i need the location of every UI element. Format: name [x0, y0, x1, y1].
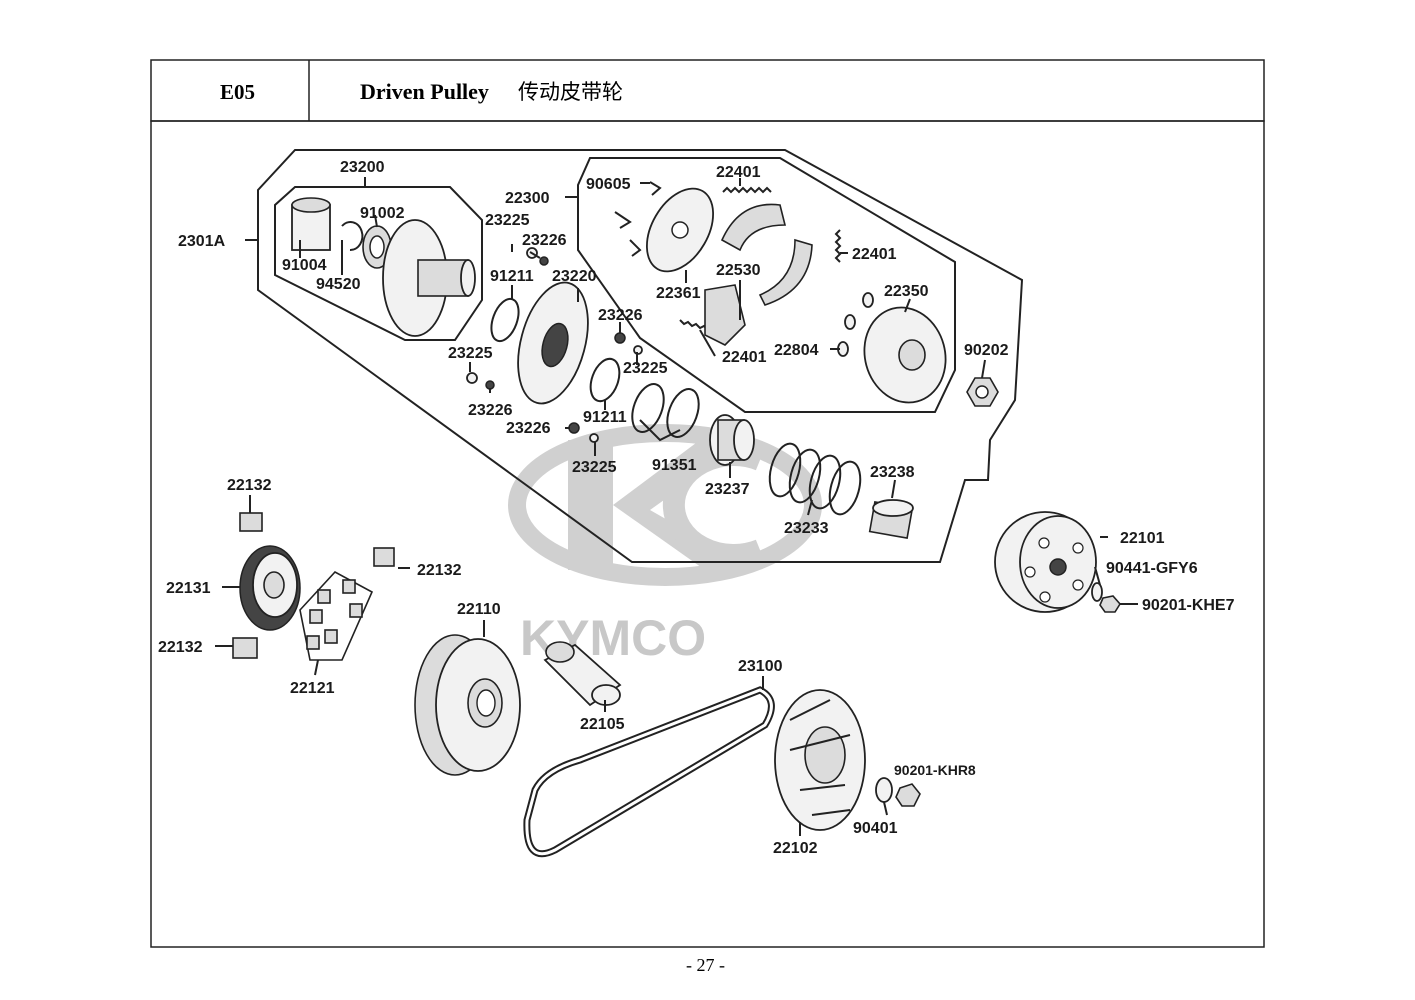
oil-seal-91351-a — [631, 383, 665, 433]
label-22401-b: 22401 — [852, 246, 897, 263]
nut-90201-khr8-part — [895, 783, 921, 807]
movable-driven-face-part — [517, 281, 589, 405]
label-23200: 23200 — [340, 159, 385, 176]
label-91004: 91004 — [282, 257, 327, 274]
ramp-plate-22131-part — [239, 545, 301, 631]
label-22132-b: 22132 — [417, 562, 462, 579]
label-22121: 22121 — [290, 680, 335, 697]
label-23226-b: 23226 — [598, 307, 643, 324]
movable-drive-face-22110-part — [414, 634, 521, 776]
label-22530: 22530 — [716, 262, 761, 279]
label-22110: 22110 — [457, 601, 501, 618]
page-title: Driven Pulley — [360, 79, 489, 104]
label-23225-c: 23225 — [448, 345, 493, 362]
spring-seat-23238-part — [868, 499, 914, 539]
pin-22804-part — [837, 292, 874, 357]
label-22132-c: 22132 — [158, 639, 203, 656]
label-22102: 22102 — [773, 840, 818, 857]
label-90202: 90202 — [964, 342, 1009, 359]
clutch-shoe-22530-part — [704, 203, 813, 346]
kymco-watermark-logo — [508, 424, 822, 586]
label-23100: 23100 — [738, 658, 783, 675]
clutch-outer-22101-part — [994, 511, 1097, 613]
oil-seal-91351-b — [666, 388, 700, 438]
washer-90441-part — [1091, 582, 1103, 602]
label-23233: 23233 — [784, 520, 829, 537]
label-22300: 22300 — [505, 190, 550, 207]
label-91211-a: 91211 — [490, 268, 534, 285]
assembly-outline-2301A — [257, 149, 1024, 563]
label-23225-a: 23225 — [485, 212, 530, 229]
assembly-outline-22300 — [577, 157, 956, 413]
spring-22401-a — [722, 186, 772, 194]
label-22105: 22105 — [580, 716, 625, 733]
label-23220: 23220 — [552, 268, 597, 285]
circlip-94520-part — [341, 221, 364, 252]
assembly-outline-23200 — [274, 186, 483, 341]
fan-drive-face-22102-part — [774, 689, 866, 831]
section-code: E05 — [220, 80, 255, 104]
fixed-driven-face-part — [382, 219, 476, 337]
o-ring-91211-a — [490, 297, 520, 343]
o-ring-91211-b — [589, 357, 621, 403]
label-23238: 23238 — [870, 464, 915, 481]
spring-22401-b — [834, 229, 842, 263]
label-22804: 22804 — [774, 342, 819, 359]
label-22131: 22131 — [166, 580, 211, 597]
washer-90401-part — [875, 777, 893, 803]
label-22350: 22350 — [884, 283, 929, 300]
label-2301A: 2301A — [178, 233, 226, 250]
clutch-plate-22361-part — [646, 187, 714, 273]
drive-belt-23100-part — [523, 686, 775, 858]
nut-90202-part — [966, 377, 999, 407]
label-23225-b: 23225 — [623, 360, 668, 377]
label-90201-khr8: 90201-KHR8 — [894, 762, 976, 778]
bushing-22105-part — [543, 641, 622, 707]
label-22401-c: 22401 — [722, 349, 767, 366]
label-90441-gfy6: 90441-GFY6 — [1106, 560, 1198, 577]
label-22132-a: 22132 — [227, 477, 272, 494]
guide-collar-23237-part — [709, 414, 755, 466]
spring-22401-c — [679, 319, 709, 331]
label-90401: 90401 — [853, 820, 898, 837]
clip-90605-c — [649, 181, 662, 196]
leader-lines — [215, 177, 1138, 836]
weight-roller-set-22121-part — [299, 571, 374, 661]
label-91002: 91002 — [360, 205, 405, 222]
diagram-frame — [150, 120, 1265, 948]
clutch-carrier-plate-22350-part — [863, 306, 947, 404]
label-23226-d: 23226 — [506, 420, 551, 437]
slider-22132-a — [239, 512, 263, 532]
clip-90605-b — [629, 239, 642, 257]
label-23226-a: 23226 — [522, 232, 567, 249]
label-91351: 91351 — [652, 457, 697, 474]
label-22361: 22361 — [656, 285, 701, 302]
label-91211-b: 91211 — [583, 409, 627, 426]
label-22101: 22101 — [1120, 530, 1165, 547]
pin-23225-b — [614, 332, 643, 355]
label-94520: 94520 — [316, 276, 361, 293]
header-box: E05 Driven Pulley 传动皮带轮 — [150, 59, 1265, 122]
label-23237: 23237 — [705, 481, 750, 498]
label-23225-d: 23225 — [572, 459, 617, 476]
pin-23225-c — [466, 372, 495, 390]
compression-spring-23233-part — [768, 442, 862, 516]
clip-90605-a — [614, 211, 632, 229]
page-number: - 27 - — [686, 955, 725, 975]
label-90605: 90605 — [586, 176, 631, 193]
nut-90201-khe7-part — [1099, 595, 1121, 613]
slider-22132-b — [373, 547, 395, 567]
label-22401-a: 22401 — [716, 164, 761, 181]
page-title-cn: 传动皮带轮 — [518, 80, 623, 104]
label-23226-c: 23226 — [468, 402, 513, 419]
collar-91004-part — [291, 197, 331, 251]
label-90201-khe7: 90201-KHE7 — [1142, 597, 1235, 614]
slider-22132-c — [232, 637, 258, 659]
